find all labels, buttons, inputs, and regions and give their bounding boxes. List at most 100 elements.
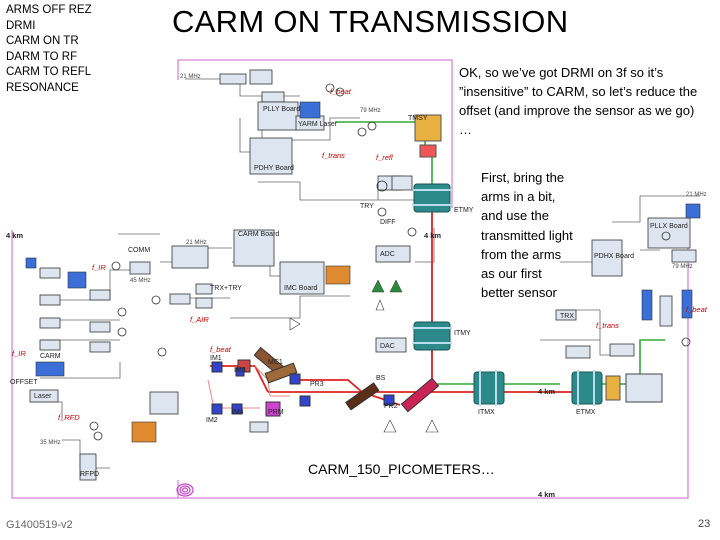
label-frefl-y: f_refl [376,153,393,162]
etmx-optic [571,371,603,405]
label-im4: IM4 [232,409,244,416]
pdhy-board [249,137,293,175]
slow-channel-boxes [25,101,701,443]
label-ftrans-x: f_trans [596,321,619,330]
pr3-optic [289,373,301,385]
arm-length-labels: 4 km 4 km 4 km 4 km [6,231,555,499]
arm-length-yarm: 4 km [424,231,441,240]
label-fir-left: f_IR [12,349,26,358]
yarm-optics [412,114,452,351]
laser-box [29,389,59,403]
drmi-note: OK, so we’ve got DRMI on 3f so it’s ”ins… [459,65,698,137]
im3-optic [235,367,245,377]
step-drmi: DRMI [6,19,36,32]
freq-21mhz-x: 21 MHz [686,192,707,198]
sr2-optic [383,394,395,406]
xarm-optics [473,370,663,406]
step-resonance: RESONANCE [6,81,79,94]
dac-box-x [565,345,591,359]
label-prm: PRM [268,409,284,416]
dac-box-prm [249,421,269,433]
freq-45mhz: 45 MHz [130,278,151,284]
rfd-orange [131,421,157,443]
sum-box-y [249,69,273,85]
prm-optic [265,401,281,417]
rfd-box-left-2 [39,317,61,329]
rfpd-box [79,453,97,481]
label-fair: f_AIR [190,315,209,324]
diagram-labels: TMSY ETMY ITMY ITMX ETMX PRM PR2 PR3 BS … [10,106,688,478]
adc-box-center [375,245,411,263]
slow-dac-left [67,271,87,289]
rfd-box-left-1 [39,294,61,306]
label-fbeat-center: f_beat [210,345,232,354]
arms-note: First, bring the arms in a bit, and use … [481,170,573,301]
slide-title: CARM ON TRANSMISSION [172,4,569,39]
label-bs: BS [376,375,386,382]
label-carm-board: CARM Board [238,231,279,238]
step-darm-to-rf: DARM TO RF [6,50,78,63]
pr2-optic [299,395,311,407]
plly-board [257,101,299,131]
label-itmy: ITMY [454,330,471,337]
rfd-box-x [671,249,697,263]
xarm-laser-box [625,373,663,403]
label-pr2: PR2 [384,403,398,410]
rfd-box-mid-3 [89,341,111,353]
label-etmx: ETMX [576,409,596,416]
mc3-optic [264,362,298,384]
electronics-boxes [29,69,697,481]
frequency-values: 21 MHz 79 MHz 45 MHz 21 MHz 21 MHz 79 MH… [40,74,707,446]
carm-caption: CARM_150_PICOMETERS… [308,461,495,477]
label-carm: CARM [40,353,61,360]
label-etmy: ETMY [454,207,474,214]
document-id: G1400519-v2 [6,519,73,531]
itmx-optic [473,371,505,405]
fiber-coil [176,483,194,497]
label-comm: COMM [128,247,150,254]
freq-21mhz-y: 21 MHz [180,74,201,80]
label-yarm-laser: YARM Laser [298,121,338,128]
xarm-laser-vertical [659,295,673,327]
label-im3: IM3 [234,367,246,374]
label-imc-board: IMC Board [284,285,318,292]
lock-sequence-steps: ARMS OFF REZ DRMI CARM ON TR DARM TO RF … [6,3,92,96]
im2-optic [211,403,223,415]
freq-79mhz-x: 79 MHz [672,264,693,270]
label-offset: OFFSET [10,379,38,386]
im1-optic [211,361,223,373]
dac-box-carm [195,297,213,309]
dac-indicator-left [25,257,37,269]
slow-adc-y [299,101,321,119]
label-try: TRY [360,203,374,210]
im4-optic [231,403,243,415]
step-carm-to-refl: CARM TO REFL [6,66,92,78]
freq-21mhz-center: 21 MHz [186,240,207,246]
label-trx: TRX [560,313,574,320]
slow-adc-x2 [641,289,653,321]
freq-79mhz-y: 79 MHz [360,108,381,114]
pll-vco-orange [325,265,351,285]
tmsy-optic [414,114,442,142]
dac-box-left [39,267,61,279]
pox-box [149,391,179,415]
arm-length-xarm: 4 km [538,387,555,396]
yarm-fiber-coupler [419,144,437,158]
label-itmx: ITMX [478,409,495,416]
label-fbeat-y: f_beat [330,87,352,96]
carm-board [233,229,275,267]
label-trx-try: TRX+TRY [210,285,242,292]
label-laser: Laser [34,393,52,400]
label-im2: IM2 [206,417,218,424]
label-plly: PLLY Board [263,106,300,113]
sum-box-carm [195,283,213,295]
offset-dac-left [35,361,65,377]
itmy-optic [413,321,451,351]
imc-board [279,261,325,295]
dac-box-x2 [609,343,635,357]
label-pllx: PLLX Board [650,223,688,230]
bs-optic [345,382,380,411]
arm-length-left: 4 km [6,231,23,240]
rfd-box-left-3 [39,339,61,351]
